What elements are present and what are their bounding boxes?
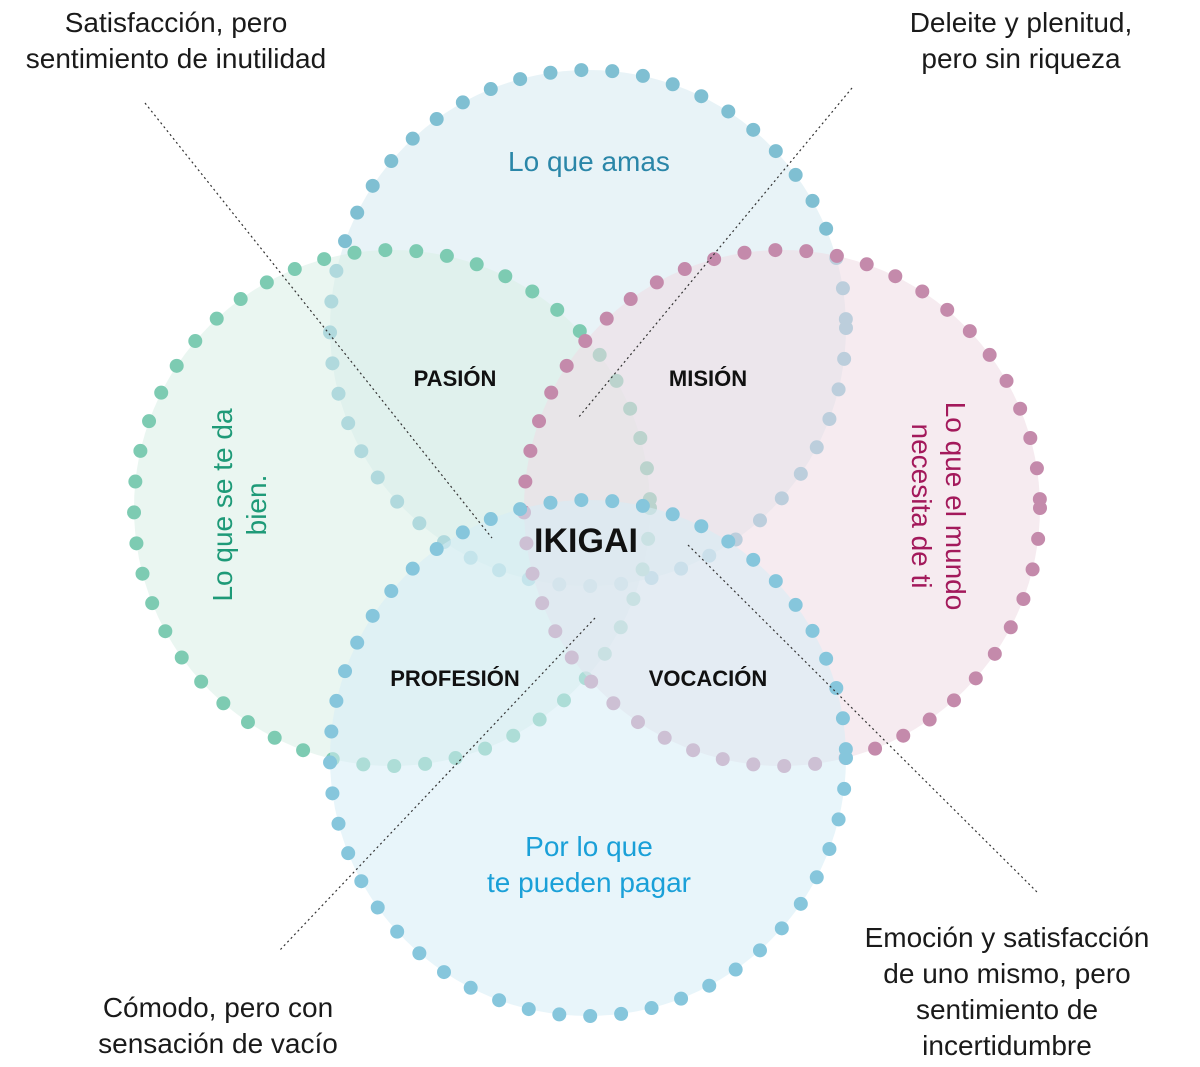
label-pagar-1: Por lo que	[525, 831, 653, 862]
annotation-top-right-1: Deleite y plenitud,	[910, 7, 1133, 38]
label-vocacion: VOCACIÓN	[649, 666, 768, 691]
label-mision: MISIÓN	[669, 366, 747, 391]
connector-bottom-left	[279, 617, 596, 951]
label-pasion: PASIÓN	[414, 366, 497, 391]
circle-por-lo-que-te-pueden-pagar	[323, 493, 853, 1023]
label-pagar-2: te pueden pagar	[487, 867, 691, 898]
annotation-bottom-right-1: Emoción y satisfacción	[865, 922, 1150, 953]
annotation-top-right-2: pero sin riqueza	[921, 43, 1121, 74]
annotation-bottom-left-2: sensación de vacío	[98, 1028, 338, 1059]
connector-lines	[144, 87, 1039, 951]
annotation-bottom-right-4: incertidumbre	[922, 1030, 1092, 1061]
annotation-bottom-right-2: de uno mismo, pero	[883, 958, 1130, 989]
label-lo-que-amas: Lo que amas	[508, 146, 670, 177]
label-profesion: PROFESIÓN	[390, 666, 520, 691]
label-mundo-necesita-2: necesita de ti	[906, 424, 937, 589]
label-ikigai: IKIGAI	[534, 522, 638, 560]
connector-bottom-right	[687, 544, 1039, 894]
label-mundo-necesita-1: Lo que el mundo	[940, 402, 971, 611]
label-se-te-da-bien-2: bien.	[241, 475, 272, 536]
label-se-te-da-bien-1: Lo que se te da	[207, 408, 238, 601]
annotation-bottom-right-3: sentimiento de	[916, 994, 1098, 1025]
annotation-bottom-left-1: Cómodo, pero con	[103, 992, 333, 1023]
annotation-top-left-1: Satisfacción, pero	[65, 7, 288, 38]
connector-top-right	[577, 87, 853, 419]
annotation-top-left-2: sentimiento de inutilidad	[26, 43, 326, 74]
